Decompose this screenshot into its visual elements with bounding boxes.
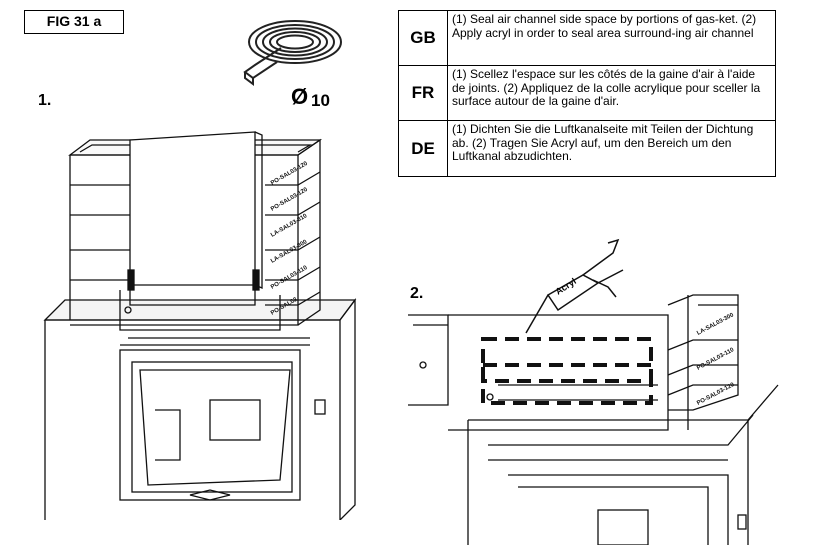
panel-label: PO-SAL03-120: [270, 161, 309, 187]
panel-label: LA-SAL03-300: [270, 239, 309, 265]
gasket-diameter-value: 10: [311, 91, 330, 110]
gasket-diameter-symbol: Ø: [291, 84, 308, 109]
step-1-number: 1.: [38, 92, 52, 109]
figure-label: FIG 31 a: [24, 10, 124, 34]
step-2-acryl-illustration: Acryl LA-SAL03-300PO-SAL03-110PO-SAL03-1…: [408, 238, 779, 545]
panel-label: LA-SAL03-310: [270, 213, 309, 239]
language-code: DE: [398, 120, 448, 177]
instruction-row: FR(1) Scellez l'espace sur les côtés de …: [398, 65, 776, 121]
language-code: GB: [398, 10, 448, 66]
instruction-row: DE(1) Dichten Sie die Luftkanalseite mit…: [398, 120, 776, 177]
step-2-number: 2.: [410, 285, 424, 302]
instruction-table: GB(1) Seal air channel side space by por…: [398, 10, 776, 177]
language-code: FR: [398, 65, 448, 121]
instruction-text: (1) Scellez l'espace sur les côtés de la…: [447, 65, 776, 121]
panel-label: PO-SAL03-120: [270, 187, 309, 213]
gasket-coil-illustration: Ø 10: [243, 20, 342, 110]
instruction-text: (1) Dichten Sie die Luftkanalseite mit T…: [447, 120, 776, 177]
panel-label: LA-SAL03-300: [696, 312, 735, 337]
instruction-text: (1) Seal air channel side space by porti…: [447, 10, 776, 66]
panel-label: PO-SAL03-110: [270, 265, 309, 291]
instruction-row: GB(1) Seal air channel side space by por…: [398, 10, 776, 66]
step-1-stove-illustration: PO-SAL03-120PO-SAL03-120LA-SAL03-310LA-S…: [43, 131, 357, 520]
panel-label: PO-SAL03-110: [696, 347, 736, 372]
